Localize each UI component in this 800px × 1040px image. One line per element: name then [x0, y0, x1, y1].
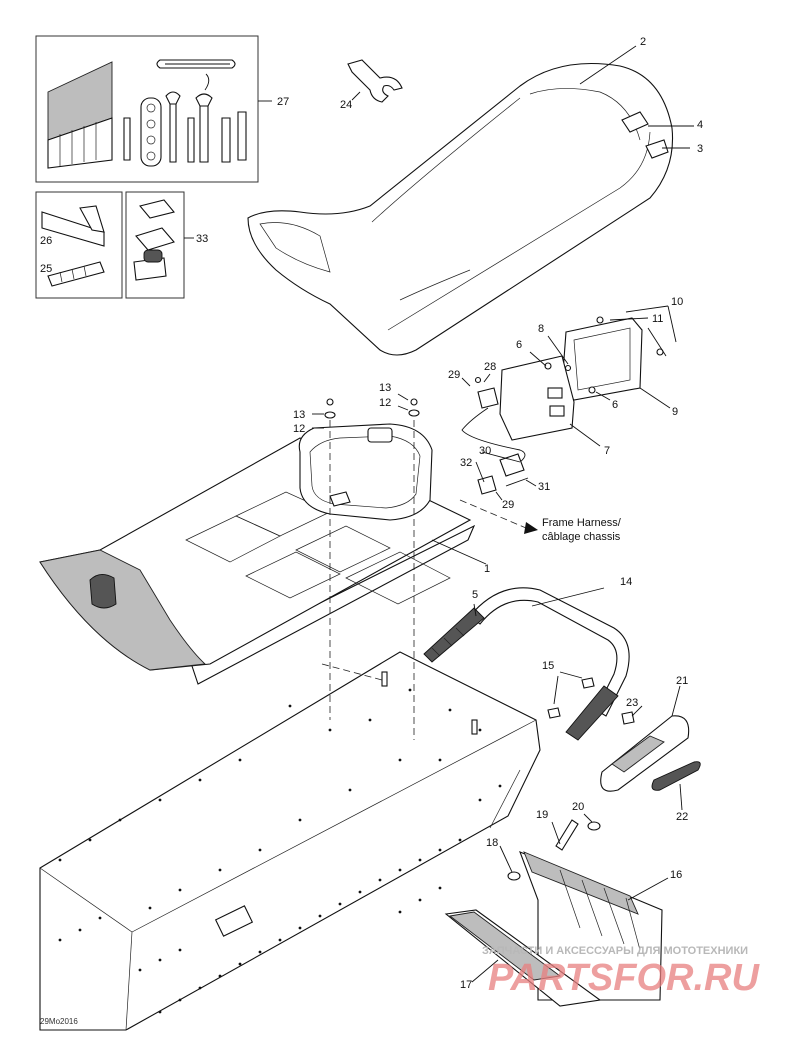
rear-bumper-end: [600, 685, 701, 811]
callout-26: 26: [40, 235, 52, 247]
callout-15: 15: [542, 660, 554, 672]
callout-29-top: 29: [448, 369, 460, 381]
callout-1: 1: [484, 563, 490, 575]
callout-18: 18: [486, 837, 498, 849]
callout-24: 24: [340, 99, 352, 111]
callout-25: 25: [40, 263, 52, 275]
callout-12-right: 12: [379, 397, 391, 409]
callout-9: 9: [672, 406, 678, 418]
callout-11: 11: [652, 313, 663, 325]
callout-33: 33: [196, 233, 208, 245]
spanner-wrench: [347, 59, 403, 103]
callout-8: 8: [538, 323, 544, 335]
callout-13-right: 13: [379, 382, 391, 394]
callout-4: 4: [697, 119, 703, 131]
watermark-subtitle: ЗАПЧАСТИ И АКСЕССУАРЫ ДЛЯ МОТОТЕХНИКИ: [482, 945, 748, 957]
frame-harness-label: Frame Harness/: [542, 517, 622, 529]
snow-flap: [444, 813, 669, 1007]
callout-32: 32: [460, 457, 472, 469]
bracket-inset: [35, 191, 123, 299]
callout-21: 21: [676, 675, 688, 687]
watermark: ЗАПЧАСТИ И АКСЕССУАРЫ ДЛЯ МОТОТЕХНИКИ PA…: [482, 945, 760, 999]
seat-assembly: [247, 45, 694, 356]
callout-12-left: 12: [293, 423, 305, 435]
watermark-brand: PARTSFOR.RU: [488, 957, 760, 999]
callout-5: 5: [472, 589, 478, 601]
callout-20: 20: [572, 801, 584, 813]
callout-16: 16: [670, 869, 682, 881]
callout-labels: 2 4 3 24 27 26 25 33 10 11 8 6 6 9 28 29…: [40, 36, 703, 1026]
tunnel-frame: [39, 420, 541, 1031]
taillight-assembly: [461, 305, 677, 501]
callout-2: 2: [640, 36, 646, 48]
callout-29-bottom: 29: [502, 499, 514, 511]
callout-31: 31: [538, 481, 550, 493]
gasket-inset: [125, 191, 194, 299]
callout-17: 17: [460, 979, 472, 991]
callout-19: 19: [536, 809, 548, 821]
callout-22: 22: [676, 811, 688, 823]
callout-23: 23: [626, 697, 638, 709]
callout-27: 27: [277, 96, 289, 108]
frame-harness-pointer: [459, 499, 538, 534]
callout-10: 10: [671, 296, 683, 308]
drawing-code: 29Mo2016: [40, 1017, 78, 1026]
callout-7: 7: [604, 445, 610, 457]
callout-28: 28: [484, 361, 496, 373]
callout-6-top: 6: [516, 339, 522, 351]
callout-30: 30: [479, 445, 491, 457]
toolkit-inset: [35, 35, 272, 183]
callout-6-bottom: 6: [612, 399, 618, 411]
callout-13-left: 13: [293, 409, 305, 421]
chassis-harness-label: câblage chassis: [542, 531, 621, 543]
storage-tray: [39, 393, 487, 685]
callout-3: 3: [697, 143, 703, 155]
callout-14: 14: [620, 576, 632, 588]
grab-handle: [423, 587, 643, 741]
